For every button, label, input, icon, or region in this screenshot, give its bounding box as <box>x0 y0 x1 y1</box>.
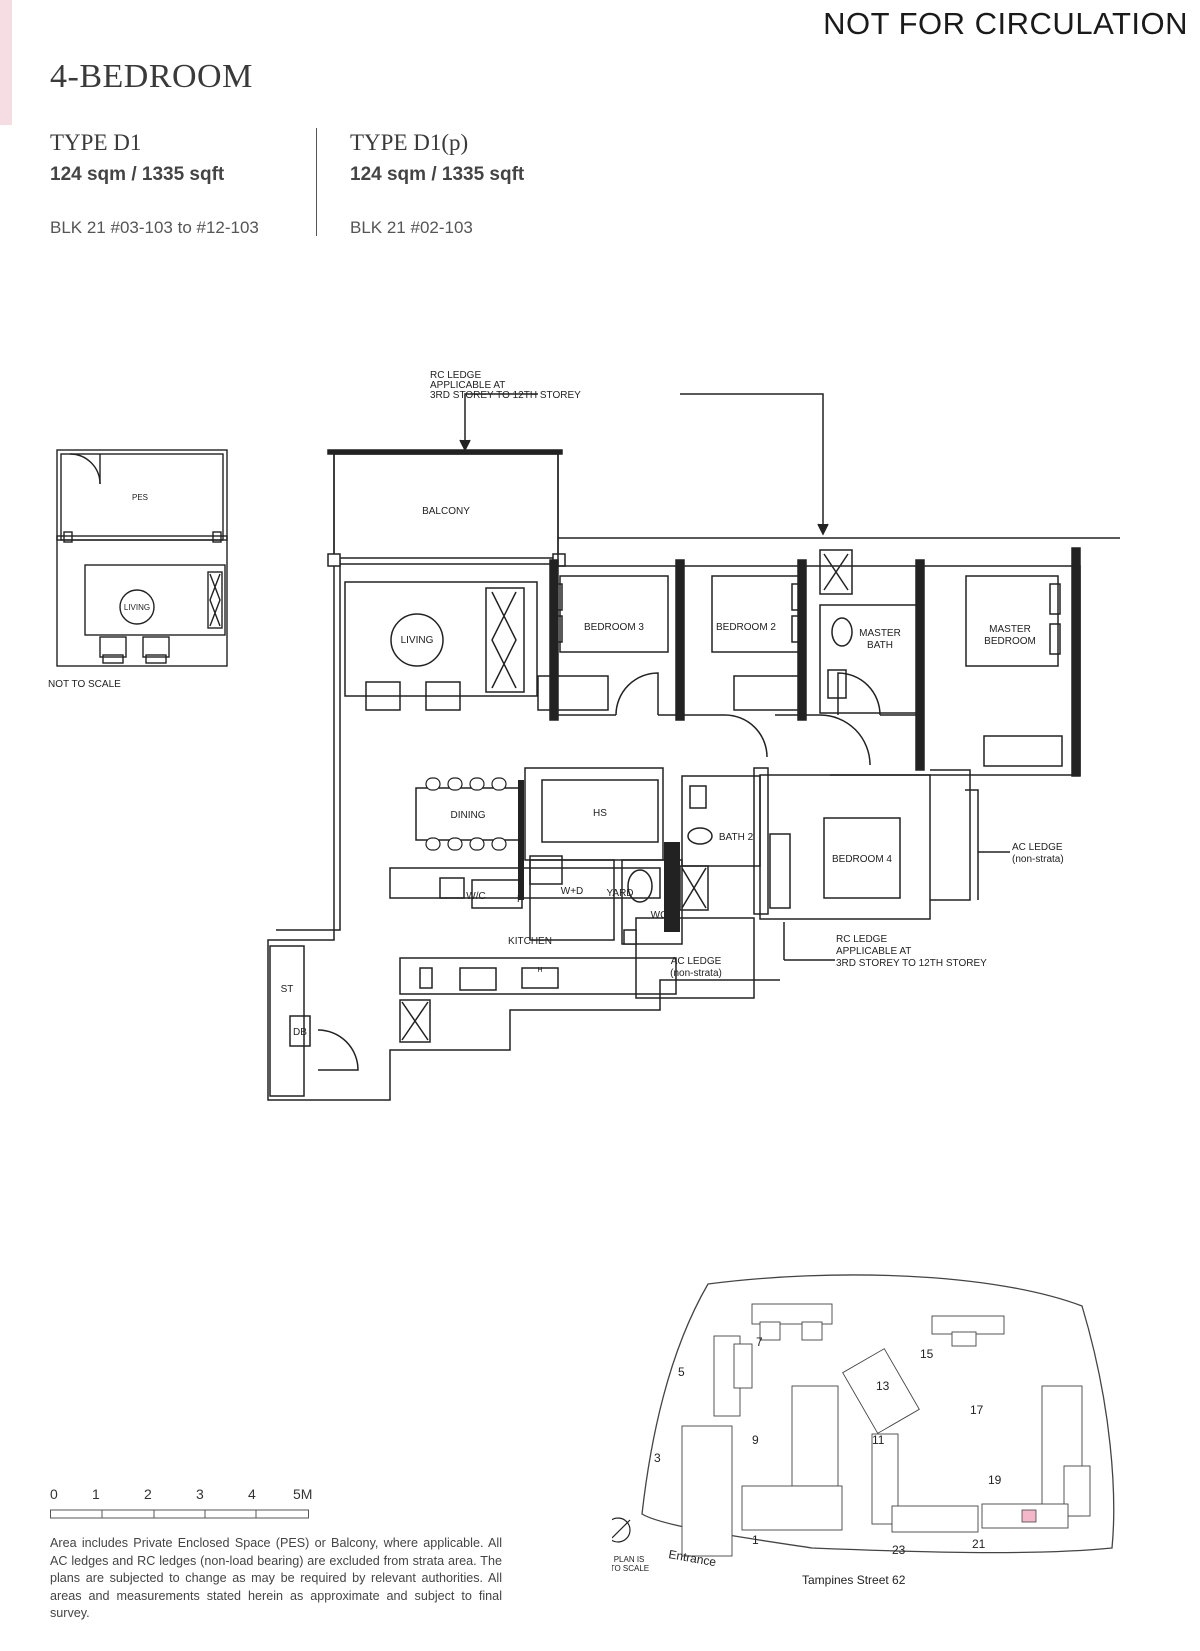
floor-plan: RC LEDGE APPLICABLE AT 3RD STOREY TO 12T… <box>267 370 1120 1101</box>
scale-label-4: 4 <box>248 1486 256 1502</box>
scale-label-1: 1 <box>92 1486 100 1502</box>
disclaimer-text: Area includes Private Enclosed Space (PE… <box>50 1536 502 1620</box>
rc-ledge-top-l1: RC LEDGE <box>430 370 481 381</box>
bedroom2-label: BEDROOM 2 <box>716 622 776 633</box>
dining-label: DINING <box>451 810 486 821</box>
ac-ledge-right-l1: AC LEDGE <box>1012 842 1063 853</box>
block-11-label: 11 <box>872 1433 885 1447</box>
inset-not-to-scale: NOT TO SCALE <box>48 679 121 690</box>
store-label: ST <box>281 984 294 995</box>
hs-label: HS <box>593 808 607 819</box>
block-3-label: 3 <box>654 1451 661 1465</box>
unit-highlight-marker <box>1021 1509 1037 1523</box>
rc-ledge-bottom-l3: 3RD STOREY TO 12TH STOREY <box>836 958 987 969</box>
master-bedroom-l2: BEDROOM <box>984 636 1036 647</box>
ac-ledge-bottom-l2: (non-strata) <box>670 968 722 979</box>
inset-pes-label: PES <box>132 493 148 502</box>
rc-ledge-bottom-l2: APPLICABLE AT <box>836 946 911 957</box>
block-5-label: 5 <box>678 1365 685 1379</box>
hob-label: H <box>537 967 542 974</box>
key-plan: 7 15 5 13 17 9 11 3 19 1 23 21 Entrance … <box>612 1274 1115 1587</box>
type-d1-blocks: BLK 21 #03-103 to #12-103 <box>50 218 259 237</box>
keyplan-note-l1: KEY PLAN IS <box>612 1555 644 1564</box>
yard-label: YARD <box>606 888 633 899</box>
north-compass-icon <box>612 1517 631 1543</box>
bedroom3-label: BEDROOM 3 <box>584 622 644 633</box>
scale-label-3: 3 <box>196 1486 204 1502</box>
block-13-label: 13 <box>876 1379 890 1393</box>
street-label: Tampines Street 62 <box>802 1573 906 1587</box>
accent-bar <box>0 0 12 125</box>
block-23-label: 23 <box>892 1543 906 1557</box>
pes-inset-plan: PES LIVING NOT TO SCALE <box>48 449 228 690</box>
type-d1p-blocks: BLK 21 #02-103 <box>350 218 473 237</box>
type-d1p-name: TYPE D1(p) <box>350 130 469 155</box>
washer-dryer-label: W+D <box>561 886 584 897</box>
block-21-label: 21 <box>972 1537 986 1551</box>
circulation-notice: NOT FOR CIRCULATION <box>823 6 1188 41</box>
master-bath-l2: BATH <box>867 640 893 651</box>
inset-living-label: LIVING <box>124 603 150 612</box>
rc-ledge-top-l3: 3RD STOREY TO 12TH STOREY <box>430 390 581 401</box>
db-label: DB <box>293 1027 307 1038</box>
bedroom4-label: BEDROOM 4 <box>832 854 892 865</box>
fridge-label: F <box>517 894 523 905</box>
page-title: 4-BEDROOM <box>50 58 253 95</box>
keyplan-note-l2: NOT TO SCALE <box>612 1564 649 1573</box>
block-9-label: 9 <box>752 1433 759 1447</box>
kitchen-label: KITCHEN <box>508 936 552 947</box>
scale-labels: 0 1 2 3 4 5M <box>50 1486 320 1506</box>
type-divider <box>316 128 317 236</box>
block-1-label: 1 <box>752 1533 759 1547</box>
block-17-label: 17 <box>970 1403 984 1417</box>
block-15-label: 15 <box>920 1347 934 1361</box>
scale-label-0: 0 <box>50 1486 58 1502</box>
wc-label: WC <box>651 910 668 921</box>
bath2-label: BATH 2 <box>719 832 754 843</box>
type-d1-name: TYPE D1 <box>50 130 142 155</box>
scale-bar <box>50 1509 309 1519</box>
balcony-label: BALCONY <box>422 506 470 517</box>
block-7-label: 7 <box>756 1335 763 1349</box>
ac-ledge-right-l2: (non-strata) <box>1012 854 1064 865</box>
block-19-label: 19 <box>988 1473 1002 1487</box>
ac-ledge-bottom-l1: AC LEDGE <box>671 956 722 967</box>
type-d1-area: 124 sqm / 1335 sqft <box>50 164 225 185</box>
master-bath-l1: MASTER <box>859 628 901 639</box>
rc-ledge-top-l2: APPLICABLE AT <box>430 380 505 391</box>
wc-fridge-label: W/C <box>466 891 485 902</box>
type-d1p-area: 124 sqm / 1335 sqft <box>350 164 525 185</box>
scale-label-5: 5M <box>293 1486 313 1502</box>
master-bedroom-l1: MASTER <box>989 624 1031 635</box>
rc-ledge-bottom-l1: RC LEDGE <box>836 934 887 945</box>
living-label: LIVING <box>401 635 434 646</box>
scale-label-2: 2 <box>144 1486 152 1502</box>
